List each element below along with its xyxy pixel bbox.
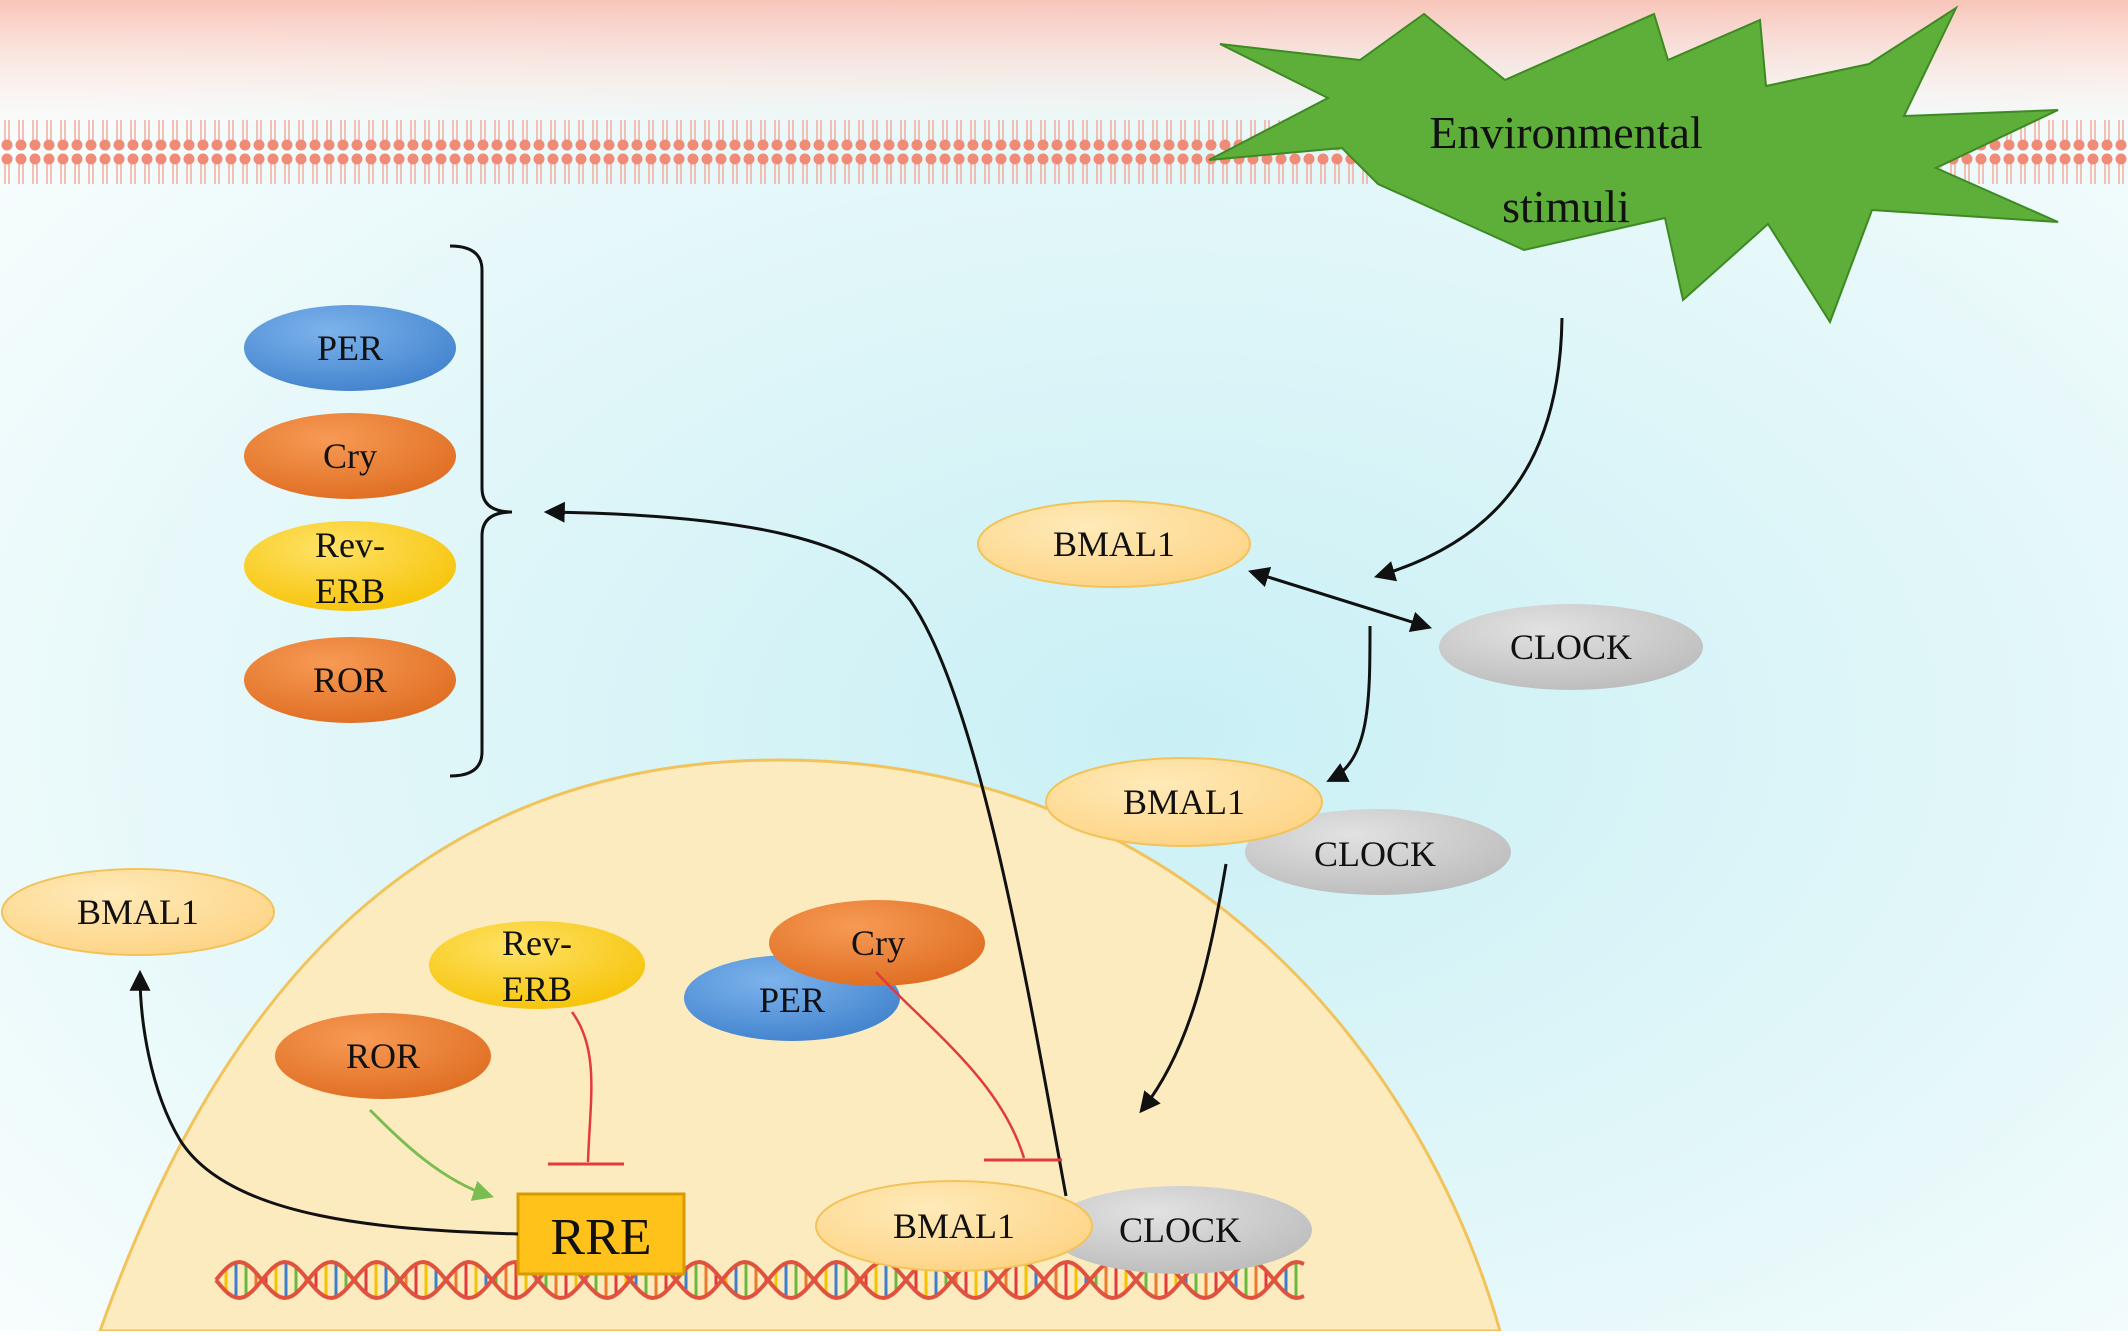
stimuli-to-bmal1-arrow [1373, 317, 1564, 582]
rre-label: RRE [550, 1209, 651, 1266]
cry-nuclear [769, 900, 985, 986]
bmal1-exported-label: BMAL1 [77, 892, 199, 932]
cry-nuclear-label: Cry [851, 923, 905, 963]
rev-erb-nuclear-line2: ERB [502, 969, 572, 1009]
binding-to-complex-arrow [1326, 625, 1372, 782]
clock-cytoplasm [1439, 604, 1703, 690]
environmental-stimuli-star [1208, 5, 2059, 325]
complex-to-nucleus-arrow [1139, 863, 1228, 1114]
protein-group-bracket [449, 244, 513, 778]
bmal1-cytoplasm [977, 500, 1251, 588]
clock-on-dna-label: CLOCK [1119, 1210, 1241, 1250]
bmal1-complex-label: BMAL1 [1123, 782, 1245, 822]
ror-activation-arrow [368, 1108, 494, 1201]
clock-complex [1245, 809, 1511, 895]
bmal1-on-dna-label: BMAL1 [893, 1206, 1015, 1246]
rev-erb-nuclear-line1: Rev- [502, 923, 572, 963]
bmal1-on-dna [815, 1180, 1093, 1272]
cry-label: Cry [323, 436, 377, 476]
rev-erb-protein [244, 521, 456, 611]
bmal1-complex [1045, 757, 1323, 847]
cry-protein [244, 413, 456, 499]
rre-element [516, 1192, 686, 1276]
per-nuclear-label: PER [759, 980, 825, 1020]
rre-to-bmal1-arrow [129, 969, 519, 1236]
bmal1-clock-binding-arrow [1247, 566, 1433, 633]
environmental-stimuli-line1: Environmental [1429, 107, 1702, 158]
clock-cytoplasm-label: CLOCK [1510, 627, 1632, 667]
cry-per-inhibition-line [875, 971, 1026, 1159]
rev-erb-inhibition-line [570, 1011, 593, 1163]
per-label: PER [317, 328, 383, 368]
per-protein [244, 305, 456, 391]
rev-erb-label-line2: ERB [315, 571, 385, 611]
dna-strand [214, 1259, 1305, 1301]
bmal1-exported [1, 868, 275, 956]
bmal1-cytoplasm-label: BMAL1 [1053, 524, 1175, 564]
clock-complex-label: CLOCK [1314, 834, 1436, 874]
environmental-stimuli-line2: stimuli [1502, 181, 1630, 232]
clock-on-dna [1048, 1186, 1312, 1274]
transcription-to-proteins-arrow [543, 501, 1068, 1197]
rev-erb-nuclear [429, 921, 645, 1009]
ror-nuclear-label: ROR [346, 1036, 420, 1076]
ror-protein [244, 637, 456, 723]
ror-label: ROR [313, 660, 387, 700]
ror-nuclear [275, 1013, 491, 1099]
rev-erb-label-line1: Rev- [315, 525, 385, 565]
